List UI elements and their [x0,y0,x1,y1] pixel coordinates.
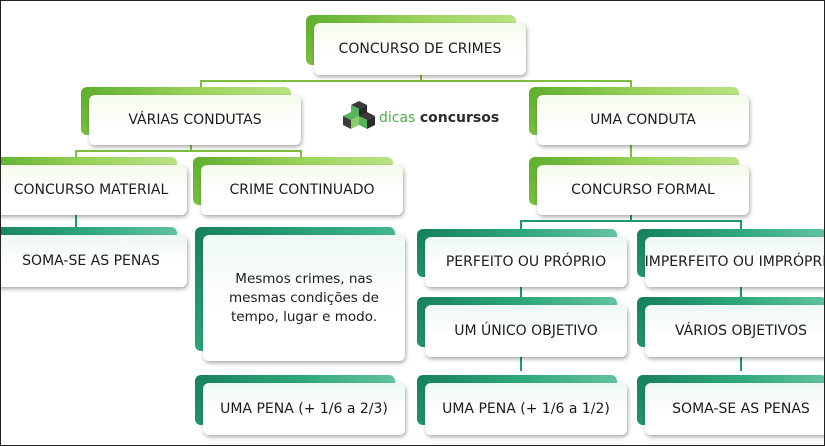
node-label: UMA CONDUTA [537,95,749,145]
node-continuado-pena: UMA PENA (+ 1/6 a 2/3) [195,375,405,435]
node-um-unico-objetivo: UM ÚNICO OBJETIVO [417,297,627,357]
node-label: UMA PENA (+ 1/6 a 1/2) [425,383,627,435]
node-concurso-formal: CONCURSO FORMAL [529,157,749,215]
node-soma-penas-formal: SOMA-SE AS PENAS [637,375,824,435]
node-crime-continuado: CRIME CONTINUADO [193,157,403,215]
connector-formal-imperfeito [631,220,742,231]
connector-varias-material [75,143,192,161]
node-label: VÁRIAS CONDUTAS [89,95,301,145]
node-label: SOMA-SE AS PENAS [645,383,824,435]
node-label: Mesmos crimes, nas mesmas condições de t… [203,235,405,361]
node-label: CONCURSO DE CRIMES [314,23,526,75]
logo-word-concursos: concursos [419,110,500,126]
node-label: SOMA-SE AS PENAS [1,235,187,287]
node-concurso-material: CONCURSO MATERIAL [1,157,187,215]
node-concurso-de-crimes: CONCURSO DE CRIMES [306,15,526,75]
node-soma-penas-material: SOMA-SE AS PENAS [1,227,187,287]
node-perfeito-ou-proprio: PERFEITO OU PRÓPRIO [417,229,627,287]
connector-formal-perfeito [520,213,632,231]
connector-root-varias [200,73,422,91]
node-formal-pena: UMA PENA (+ 1/6 a 1/2) [417,375,627,435]
node-label: VÁRIOS OBJETIVOS [645,305,824,357]
node-label: IMPERFEITO OU IMPRÓPRIO [645,237,824,287]
dicas-cube-logo-icon [343,101,375,129]
node-label: PERFEITO OU PRÓPRIO [425,237,627,287]
node-label: CRIME CONTINUADO [201,165,403,215]
node-label: UMA PENA (+ 1/6 a 2/3) [203,383,405,435]
node-label: CONCURSO MATERIAL [1,165,187,215]
node-label: UM ÚNICO OBJETIVO [425,305,627,357]
node-varias-condutas: VÁRIAS CONDUTAS [81,87,301,145]
node-imperfeito-ou-improprio: IMPERFEITO OU IMPRÓPRIO [637,229,824,287]
node-uma-conduta: UMA CONDUTA [529,87,749,145]
node-label: CONCURSO FORMAL [537,165,749,215]
logo-word-dicas: dicas [379,110,416,126]
logo-wordmark: dicas concursos [379,109,499,127]
node-continuado-descricao: Mesmos crimes, nas mesmas condições de t… [195,227,405,361]
node-varios-objetivos: VÁRIOS OBJETIVOS [637,297,824,357]
